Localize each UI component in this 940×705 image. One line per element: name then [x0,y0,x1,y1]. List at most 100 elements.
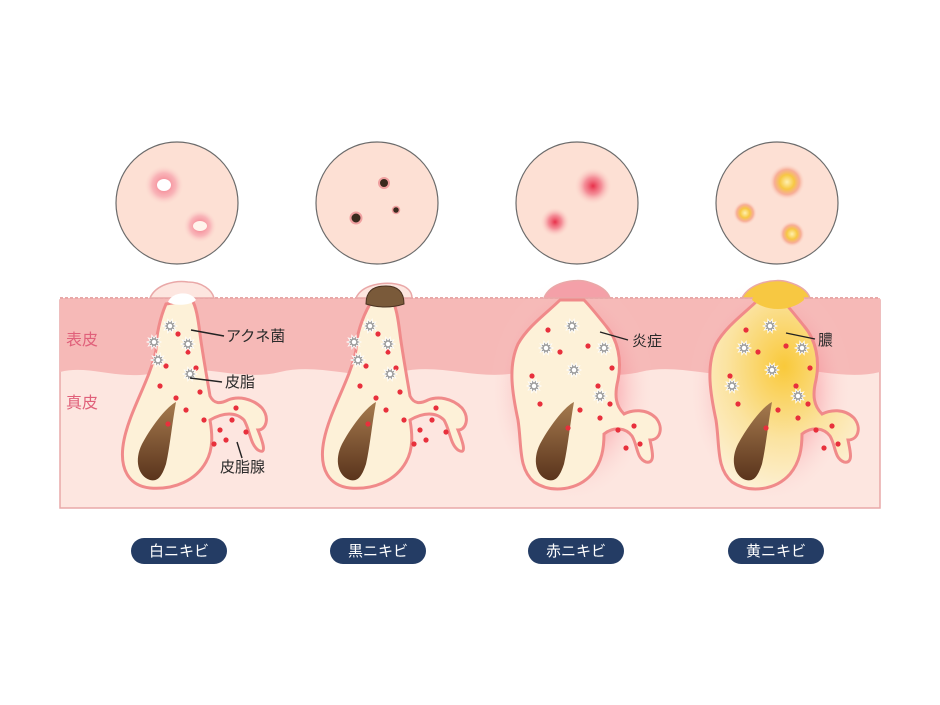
sebum-dot [755,349,761,355]
magnified-whitehead [115,141,239,265]
sebum-dot [183,407,189,413]
label-sebum: 皮脂 [225,373,255,391]
sebum-dot [537,401,543,407]
magnified-views [115,141,839,265]
sebum-dot [393,365,399,371]
sebum-dot [365,421,371,427]
sebum-dot [417,427,423,433]
hair-shaft [137,402,176,481]
magnified-yellow-pimple [715,141,839,265]
bacterium-icon [349,352,367,368]
sebum-dot [385,349,391,355]
pus-cap [752,283,804,309]
bacterium-icon [565,362,583,378]
sebum-dot [637,441,643,447]
label-pus: 膿 [818,331,833,349]
sebum-dot [165,421,171,427]
stage-name-red-pimple: 赤ニキビ [546,542,606,560]
sebum-dot [175,331,181,337]
bacterium-icon [537,340,555,356]
bacterium-icon [381,366,399,382]
sebum-dot [433,405,439,411]
sebum-dot [545,327,551,333]
sebum-dot [565,425,571,431]
sebum-dot [243,429,249,435]
sebum-dot [233,405,239,411]
sebum-dot [217,427,223,433]
sebum-dot [793,383,799,389]
hair-shaft [535,402,574,481]
sebum-dot [443,429,449,435]
sebum-dot [783,343,789,349]
blackhead-plug [365,285,405,308]
sebum-dot [229,417,235,423]
sebum-dot [735,401,741,407]
sebum-dot [411,441,417,447]
pill-blackhead: 黒ニキビ [330,538,426,564]
bacterium-icon [145,334,163,350]
sebum-dot [223,437,229,443]
stage-name-blackhead: 黒ニキビ [348,542,408,560]
callouts: アクネ菌 皮脂 皮脂腺 炎症 膿 [189,327,833,476]
epidermis-layer [60,298,880,376]
sebum-dots [157,327,841,451]
sebum-dot [813,427,819,433]
sebum-dot [595,383,601,389]
sebum-dot [397,389,403,395]
pill-red-pimple: 赤ニキビ [528,538,624,564]
sebum-dot [829,423,835,429]
acne-bacteria [145,318,811,404]
sebum-dot [201,417,207,423]
bacterium-icon [525,378,543,394]
dermis-label: 真皮 [66,393,98,412]
sebum-dot [157,383,163,389]
sebum-dot [375,331,381,337]
bacterium-icon [361,318,379,334]
sebum-dot [577,407,583,413]
bacterium-icon [789,388,807,404]
sebum-dot [163,363,169,369]
whitehead-plug [168,293,196,305]
bacterium-icon [761,318,779,334]
sebum-dot [211,441,217,447]
sebum-dot [197,389,203,395]
magnified-red-pimple [515,141,639,265]
sebum-dot [631,423,637,429]
sebum-dot [585,343,591,349]
sebum-dot [615,427,621,433]
hair-shaft [337,402,376,481]
sebum-dot [609,365,615,371]
hair-shaft [733,402,772,481]
bacterium-icon [161,318,179,334]
sebum-dot [357,383,363,389]
sebum-dot [795,415,801,421]
label-inflammation: 炎症 [632,332,662,350]
bacterium-icon [345,334,363,350]
magnified-blackhead [315,141,439,265]
stage-blackhead-follicle [321,282,468,490]
epidermis-label: 表皮 [66,330,98,349]
bacterium-icon [723,378,741,394]
pill-yellow-pimple: 黄ニキビ [728,538,824,564]
stage-name-whitehead: 白ニキビ [149,542,209,560]
sebum-dot [529,373,535,379]
sebum-dot [623,445,629,451]
label-acne-bacteria: アクネ菌 [226,327,285,345]
bacterium-icon [179,336,197,352]
sebum-dot [423,437,429,443]
sebum-dot [383,407,389,413]
bacterium-icon [563,318,581,334]
sebum-dot [807,365,813,371]
sebum-dot [193,365,199,371]
pill-whitehead: 白ニキビ [131,538,227,564]
stage-name-yellow-pimple: 黄ニキビ [746,542,806,560]
sebum-dot [363,363,369,369]
bacterium-icon [149,352,167,368]
sebum-dot [557,349,563,355]
sebum-dot [173,395,179,401]
stage-whitehead-follicle [121,280,268,490]
bacterium-icon [735,340,753,356]
sebum-dot [401,417,407,423]
